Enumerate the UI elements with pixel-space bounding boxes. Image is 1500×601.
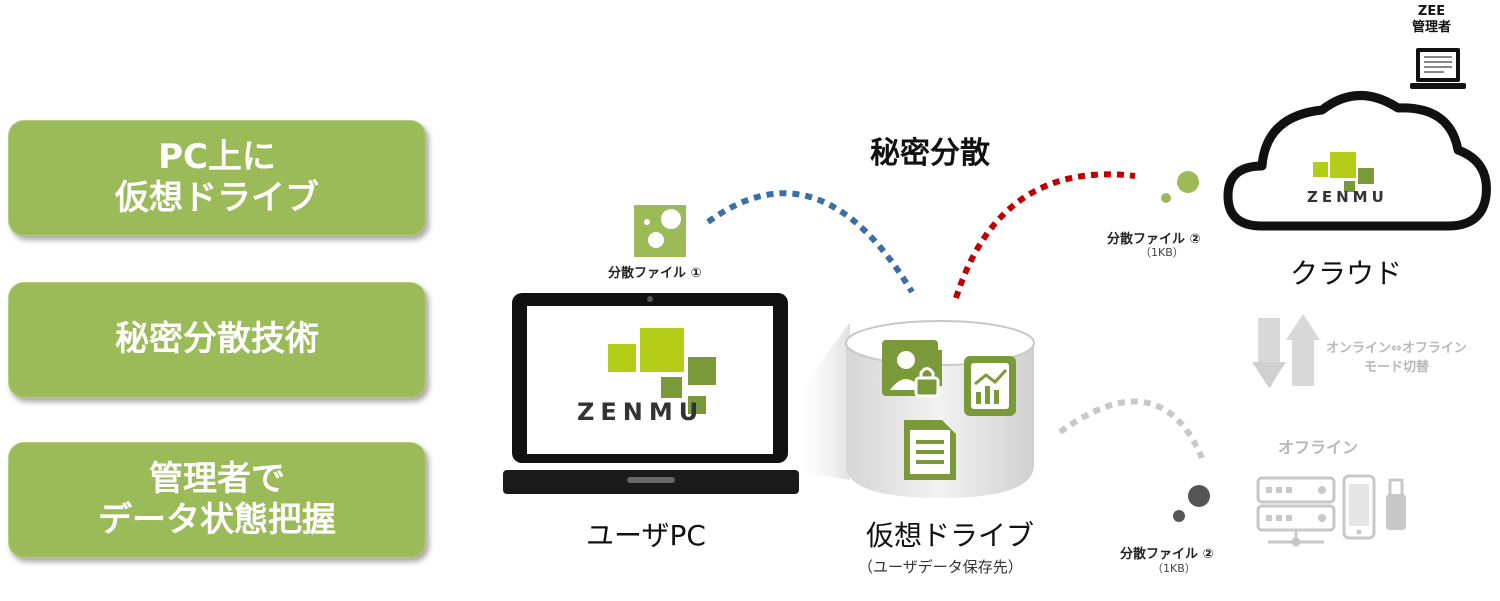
admin-laptop-icon: [1410, 48, 1466, 89]
feature-box-secret-sharing: 秘密分散技術: [8, 282, 426, 398]
feature-text: 仮想ドライブ: [115, 178, 319, 218]
smartphone-icon: [1342, 474, 1376, 540]
admin-label-line1: ZEE: [1417, 4, 1446, 19]
cloud-icon: [1223, 91, 1491, 231]
feature-text: PC上に: [158, 136, 276, 177]
zenmu-logo-icon: [1313, 152, 1374, 192]
virtual-drive-sublabel: （ユーザデータ保存先）: [858, 558, 1023, 576]
feature-text: 管理者で: [149, 458, 285, 499]
projection-beam: [790, 322, 850, 480]
secret-sharing-label: 秘密分散: [870, 136, 990, 171]
share-file-2-offline-icon: [1173, 485, 1210, 522]
share-file-2-cloud-size: （1KB）: [1140, 246, 1184, 259]
zenmu-logo-icon: [608, 328, 716, 414]
mode-switch-line1: オンライン⇔オフライン: [1326, 341, 1467, 356]
laptop-logo-text: ZENMU: [577, 398, 705, 426]
server-icon: [1256, 476, 1336, 547]
share-arc-grey: [1058, 398, 1205, 460]
mode-switch-line2: モード切替: [1363, 359, 1429, 375]
share-file-2-offline-label: 分散ファイル ②: [1120, 547, 1214, 562]
mode-switch-arrows-icon: [1252, 314, 1320, 388]
share-arc-red: [953, 171, 1136, 299]
feature-box-virtual-drive: PC上に 仮想ドライブ: [8, 120, 426, 236]
mode-switch-label: オンライン⇔オフライン モード切替: [1326, 340, 1467, 378]
virtual-drive-label: 仮想ドライブ: [866, 519, 1035, 552]
share-file-2-offline-size: （1KB）: [1152, 562, 1196, 575]
feature-box-admin-status: 管理者で データ状態把握: [8, 442, 426, 558]
offline-label: オフライン: [1278, 438, 1359, 457]
share-file-1-icon: [634, 205, 686, 257]
feature-text: 秘密分散技術: [115, 319, 319, 360]
share-file-2-cloud-label: 分散ファイル ②: [1107, 232, 1201, 247]
user-pc-label: ユーザPC: [586, 519, 706, 552]
feature-text: データ状態把握: [98, 500, 336, 540]
share-arc-blue: [706, 190, 915, 294]
laptop-icon: [503, 293, 799, 494]
cloud-label: クラウド: [1290, 257, 1403, 290]
server-led: [1266, 486, 1326, 522]
usb-stick-icon: [1386, 478, 1406, 530]
admin-label-line2: 管理者: [1412, 19, 1452, 35]
chart-document-icon: [964, 356, 1016, 416]
user-lock-icon: [882, 340, 942, 398]
admin-label: ZEE 管理者: [1412, 4, 1451, 35]
text-document-icon: [904, 420, 956, 480]
virtual-drive-drum-icon: [845, 320, 1035, 498]
share-file-1-label: 分散ファイル ①: [608, 266, 702, 281]
cloud-logo-text: ZENMU: [1307, 188, 1388, 206]
share-file-2-cloud-icon: [1161, 171, 1199, 203]
